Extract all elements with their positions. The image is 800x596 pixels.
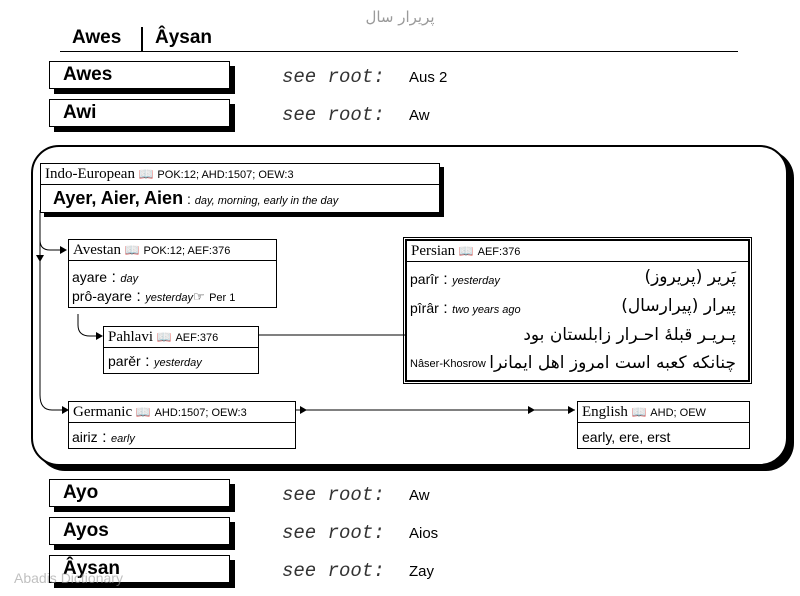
see-root-label: see root: bbox=[282, 484, 385, 506]
avestan-word: prô-ayare bbox=[72, 288, 132, 304]
persian-box: Persian 📖 AEF:376 parîr : yesterday پَری… bbox=[403, 237, 752, 384]
header-separator bbox=[141, 27, 143, 51]
root-box-header: Indo-European 📖 POK:12; AHD:1507; OEW:3 bbox=[41, 164, 439, 185]
persian-gloss: two years ago bbox=[452, 304, 521, 316]
entry-word-box[interactable]: Ayos bbox=[49, 517, 230, 545]
germanic-box: Germanic 📖 AHD:1507; OEW:3 airiz : early bbox=[68, 401, 296, 449]
persian-label: Persian bbox=[411, 243, 456, 259]
header-range-start: Awes bbox=[72, 27, 122, 48]
persian-script-line: پیرار (پیرارسال) bbox=[621, 296, 736, 316]
entry-word: Awes bbox=[63, 64, 113, 85]
avestan-gloss: day bbox=[120, 273, 139, 285]
germanic-label: Germanic bbox=[73, 404, 133, 420]
root-gloss: day, morning, early in the day bbox=[194, 195, 339, 207]
see-root-label: see root: bbox=[282, 104, 385, 126]
root-box: Indo-European 📖 POK:12; AHD:1507; OEW:3 … bbox=[40, 163, 440, 213]
pahlavi-word: parěr bbox=[108, 353, 141, 369]
see-root-target[interactable]: Aw bbox=[409, 487, 430, 504]
see-root-target[interactable]: Aios bbox=[409, 525, 439, 542]
english-refs: AHD; OEW bbox=[650, 407, 706, 419]
root-language-label: Indo-European bbox=[45, 166, 135, 182]
germanic-word: airiz bbox=[72, 429, 98, 445]
see-root-target[interactable]: Aus 2 bbox=[409, 69, 448, 86]
entry-word-box[interactable]: Ayo bbox=[49, 479, 230, 507]
book-icon: 📖 bbox=[138, 167, 154, 181]
book-icon: 📖 bbox=[631, 405, 647, 419]
persian-script-line: پَریر (پریروز) bbox=[644, 267, 736, 287]
see-root-target[interactable]: Aw bbox=[409, 107, 430, 124]
pointing-hand-icon[interactable]: ☞ bbox=[192, 289, 205, 304]
persian-word: parîr bbox=[410, 271, 439, 287]
persian-refs: AEF:376 bbox=[477, 246, 521, 258]
entry-word: Ayo bbox=[63, 482, 99, 503]
entry-word: Ayos bbox=[63, 520, 109, 541]
see-root-target[interactable]: Zay bbox=[409, 563, 435, 580]
germanic-gloss: early bbox=[111, 433, 135, 445]
header-range-end: Âysan bbox=[155, 27, 213, 48]
avestan-per-link[interactable]: Per 1 bbox=[209, 292, 236, 304]
english-box: English 📖 AHD; OEW early, ere, erst bbox=[577, 401, 750, 449]
pahlavi-gloss: yesterday bbox=[154, 357, 202, 369]
poet-name: Nâser-Khosrow bbox=[410, 358, 486, 370]
root-refs: POK:12; AHD:1507; OEW:3 bbox=[157, 169, 294, 181]
avestan-gloss: yesterday bbox=[145, 292, 193, 304]
header-rule bbox=[60, 51, 738, 52]
persian-gloss: yesterday bbox=[452, 275, 500, 287]
book-icon: 📖 bbox=[135, 405, 151, 419]
watermark: Abadis Dictionary bbox=[14, 570, 123, 586]
pahlavi-refs: AEF:376 bbox=[175, 332, 219, 344]
page-top-persian-text: پریرار سال bbox=[365, 8, 435, 26]
avestan-label: Avestan bbox=[73, 242, 122, 258]
entry-word: Awi bbox=[63, 102, 97, 123]
english-words: early, ere, erst bbox=[582, 429, 671, 445]
see-root-label: see root: bbox=[282, 560, 385, 582]
pahlavi-box: Pahlavi 📖 AEF:376 parěr : yesterday bbox=[103, 326, 259, 374]
entry-word-box[interactable]: Awes bbox=[49, 61, 230, 89]
entry-word-box[interactable]: Âysan bbox=[49, 555, 230, 583]
persian-word: pîrâr bbox=[410, 300, 439, 316]
persian-poem-line: پـریـر قبلهٔ احـرار زابلستان بود bbox=[523, 325, 736, 345]
entry-word-box[interactable]: Awi bbox=[49, 99, 230, 127]
germanic-refs: AHD:1507; OEW:3 bbox=[154, 407, 247, 419]
avestan-box: Avestan 📖 POK:12; AEF:376 ayare : day pr… bbox=[68, 239, 277, 308]
english-label: English bbox=[582, 404, 628, 420]
book-icon: 📖 bbox=[124, 243, 140, 257]
avestan-refs: POK:12; AEF:376 bbox=[143, 245, 231, 257]
persian-poem-line: چنانکه کعبه است امروز اهل ایمانرا bbox=[489, 353, 736, 373]
pahlavi-label: Pahlavi bbox=[108, 329, 153, 345]
avestan-word: ayare bbox=[72, 269, 108, 285]
root-headword: Ayer, Aier, Aien bbox=[53, 188, 184, 208]
see-root-label: see root: bbox=[282, 66, 385, 88]
entry-word: Âysan bbox=[63, 558, 121, 579]
book-icon: 📖 bbox=[458, 244, 474, 258]
see-root-label: see root: bbox=[282, 522, 385, 544]
book-icon: 📖 bbox=[156, 330, 172, 344]
